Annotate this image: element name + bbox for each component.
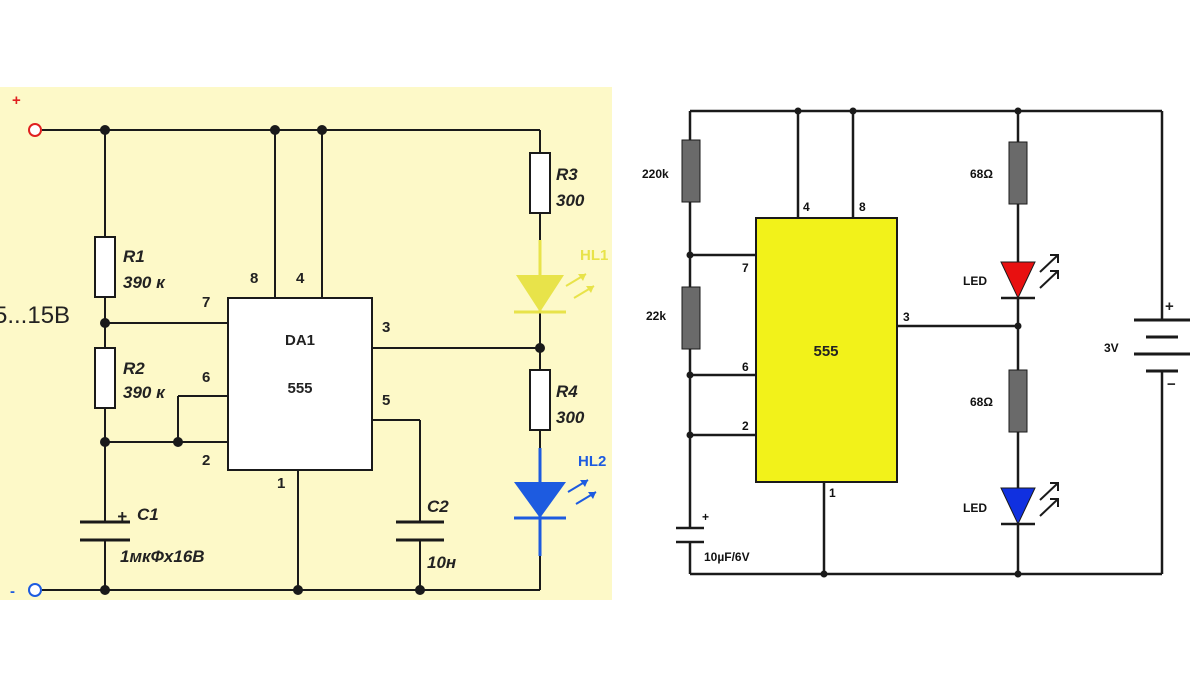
c1-name: C1 bbox=[137, 505, 159, 524]
battery-minus: − bbox=[1167, 376, 1176, 393]
resistor-r1 bbox=[94, 236, 116, 298]
c1-value: 1мкФх16В bbox=[120, 547, 205, 566]
left-pin-6: 6 bbox=[202, 369, 210, 386]
minus-sign: - bbox=[10, 583, 15, 600]
c2-name: C2 bbox=[427, 497, 449, 516]
right-schematic: 555 4 8 7 6 2 3 1 220k 22k 68Ω 68Ω + 10µ… bbox=[642, 107, 1190, 578]
left-pin-5: 5 bbox=[382, 392, 390, 409]
cap-label: 10µF/6V bbox=[704, 550, 750, 564]
left-ic-body bbox=[227, 297, 373, 471]
left-pin-3: 3 bbox=[382, 319, 390, 336]
left-junctions bbox=[100, 125, 545, 595]
right-pin-8: 8 bbox=[859, 200, 866, 214]
r1-name: R1 bbox=[123, 247, 145, 266]
battery-plus: + bbox=[1165, 298, 1174, 315]
right-pin-7: 7 bbox=[742, 261, 749, 275]
r-22k-label: 22k bbox=[646, 309, 666, 323]
capacitor-c2 bbox=[396, 520, 444, 542]
left-pin-7: 7 bbox=[202, 294, 210, 311]
left-pin-1: 1 bbox=[277, 475, 285, 492]
led-red-label: LED bbox=[963, 274, 987, 288]
left-pin-2: 2 bbox=[202, 452, 210, 469]
left-schematic: DA1 555 8 4 7 6 2 3 5 1 R1 390 к R2 390 … bbox=[0, 87, 612, 600]
c2-value: 10н bbox=[427, 553, 456, 572]
r4-name: R4 bbox=[556, 382, 578, 401]
right-ic-body bbox=[755, 217, 898, 483]
resistor-r3 bbox=[529, 152, 551, 214]
capacitor-c1 bbox=[80, 520, 130, 542]
r2-value: 390 к bbox=[123, 383, 166, 402]
hl2-label: HL2 bbox=[578, 453, 606, 470]
resistor-r2 bbox=[94, 347, 116, 409]
supply-voltage-label: 5...15В bbox=[0, 302, 70, 329]
right-ic-type: 555 bbox=[813, 343, 838, 360]
right-pin-3: 3 bbox=[903, 310, 910, 324]
r1-value: 390 к bbox=[123, 273, 166, 292]
battery-label: 3V bbox=[1104, 341, 1119, 355]
r-68-top-label: 68Ω bbox=[970, 167, 993, 181]
r2-name: R2 bbox=[123, 359, 145, 378]
c1-polarity: + bbox=[117, 507, 127, 526]
positive-terminal bbox=[28, 123, 42, 137]
right-wires bbox=[688, 109, 1164, 576]
negative-terminal bbox=[28, 583, 42, 597]
r3-name: R3 bbox=[556, 165, 578, 184]
led-red bbox=[1000, 254, 1059, 300]
r-220k-label: 220k bbox=[642, 167, 669, 181]
r3-value: 300 bbox=[556, 191, 585, 210]
resistor-22k bbox=[681, 286, 701, 350]
r-68-bottom-label: 68Ω bbox=[970, 395, 993, 409]
led-blue bbox=[1000, 482, 1059, 526]
r4-value: 300 bbox=[556, 408, 585, 427]
resistor-68-top bbox=[1008, 141, 1028, 205]
battery bbox=[1134, 318, 1190, 373]
plus-sign: + bbox=[12, 92, 21, 109]
right-pin-6: 6 bbox=[742, 360, 749, 374]
led-hl2 bbox=[514, 448, 597, 556]
left-ic-type: 555 bbox=[287, 380, 312, 397]
led-blue-label: LED bbox=[963, 501, 987, 515]
resistor-220k bbox=[681, 139, 701, 203]
right-junctions bbox=[686, 107, 1022, 578]
right-pin-2: 2 bbox=[742, 419, 749, 433]
resistor-68-bottom bbox=[1008, 369, 1028, 433]
left-pin-4: 4 bbox=[296, 270, 305, 287]
left-pin-8: 8 bbox=[250, 270, 258, 287]
led-hl1 bbox=[514, 240, 595, 314]
left-ic-name: DA1 bbox=[285, 332, 315, 349]
capacitor-10uf bbox=[676, 526, 704, 544]
right-pin-1: 1 bbox=[829, 486, 836, 500]
hl1-label: HL1 bbox=[580, 247, 608, 264]
resistor-r4 bbox=[529, 369, 551, 431]
right-pin-4: 4 bbox=[803, 200, 810, 214]
cap-polarity: + bbox=[702, 510, 709, 524]
